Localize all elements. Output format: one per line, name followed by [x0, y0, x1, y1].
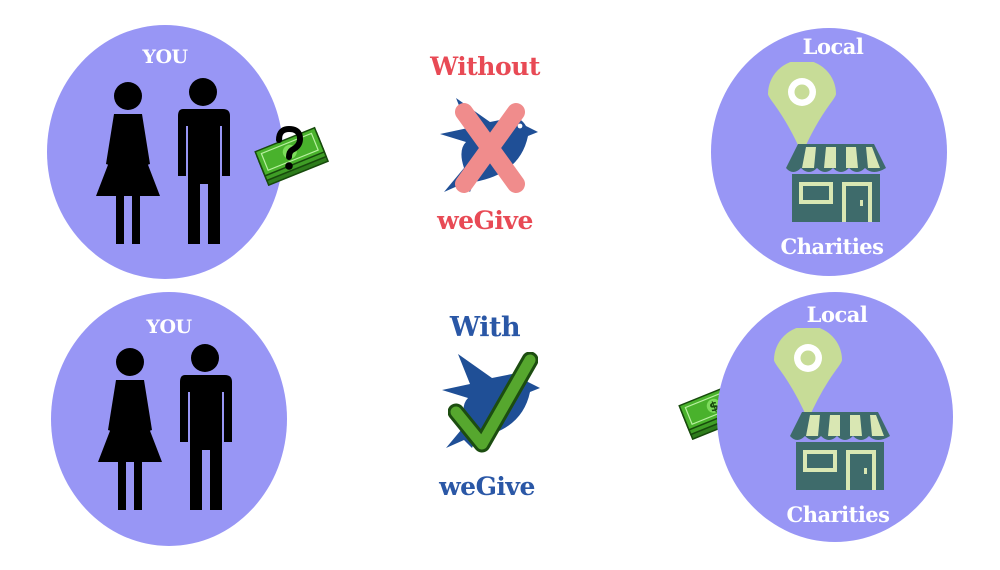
charities-label-top: Charities [780, 234, 885, 259]
charities-label-bottom: Charities [786, 502, 891, 527]
you-label-bottom: YOU [146, 316, 192, 338]
with-label: With [449, 312, 521, 343]
local-label-top: Local [802, 34, 864, 59]
location-pin-icon [768, 62, 836, 154]
you-label-top: YOU [142, 46, 188, 68]
people-icon [96, 78, 230, 244]
you-circle-top [47, 25, 283, 279]
storefront-icon [786, 144, 886, 222]
you-circle-bottom [51, 292, 287, 546]
wegive-label-bottom: weGive [439, 472, 535, 501]
local-label-bottom: Local [806, 302, 868, 327]
without-label: Without [430, 52, 540, 81]
checkmark-icon [448, 352, 538, 453]
cross-icon [455, 103, 525, 193]
question-mark-icon [276, 126, 304, 170]
location-pin-icon [774, 328, 842, 420]
wegive-label-top: weGive [437, 206, 533, 235]
storefront-icon [790, 412, 890, 490]
people-icon [98, 344, 232, 510]
